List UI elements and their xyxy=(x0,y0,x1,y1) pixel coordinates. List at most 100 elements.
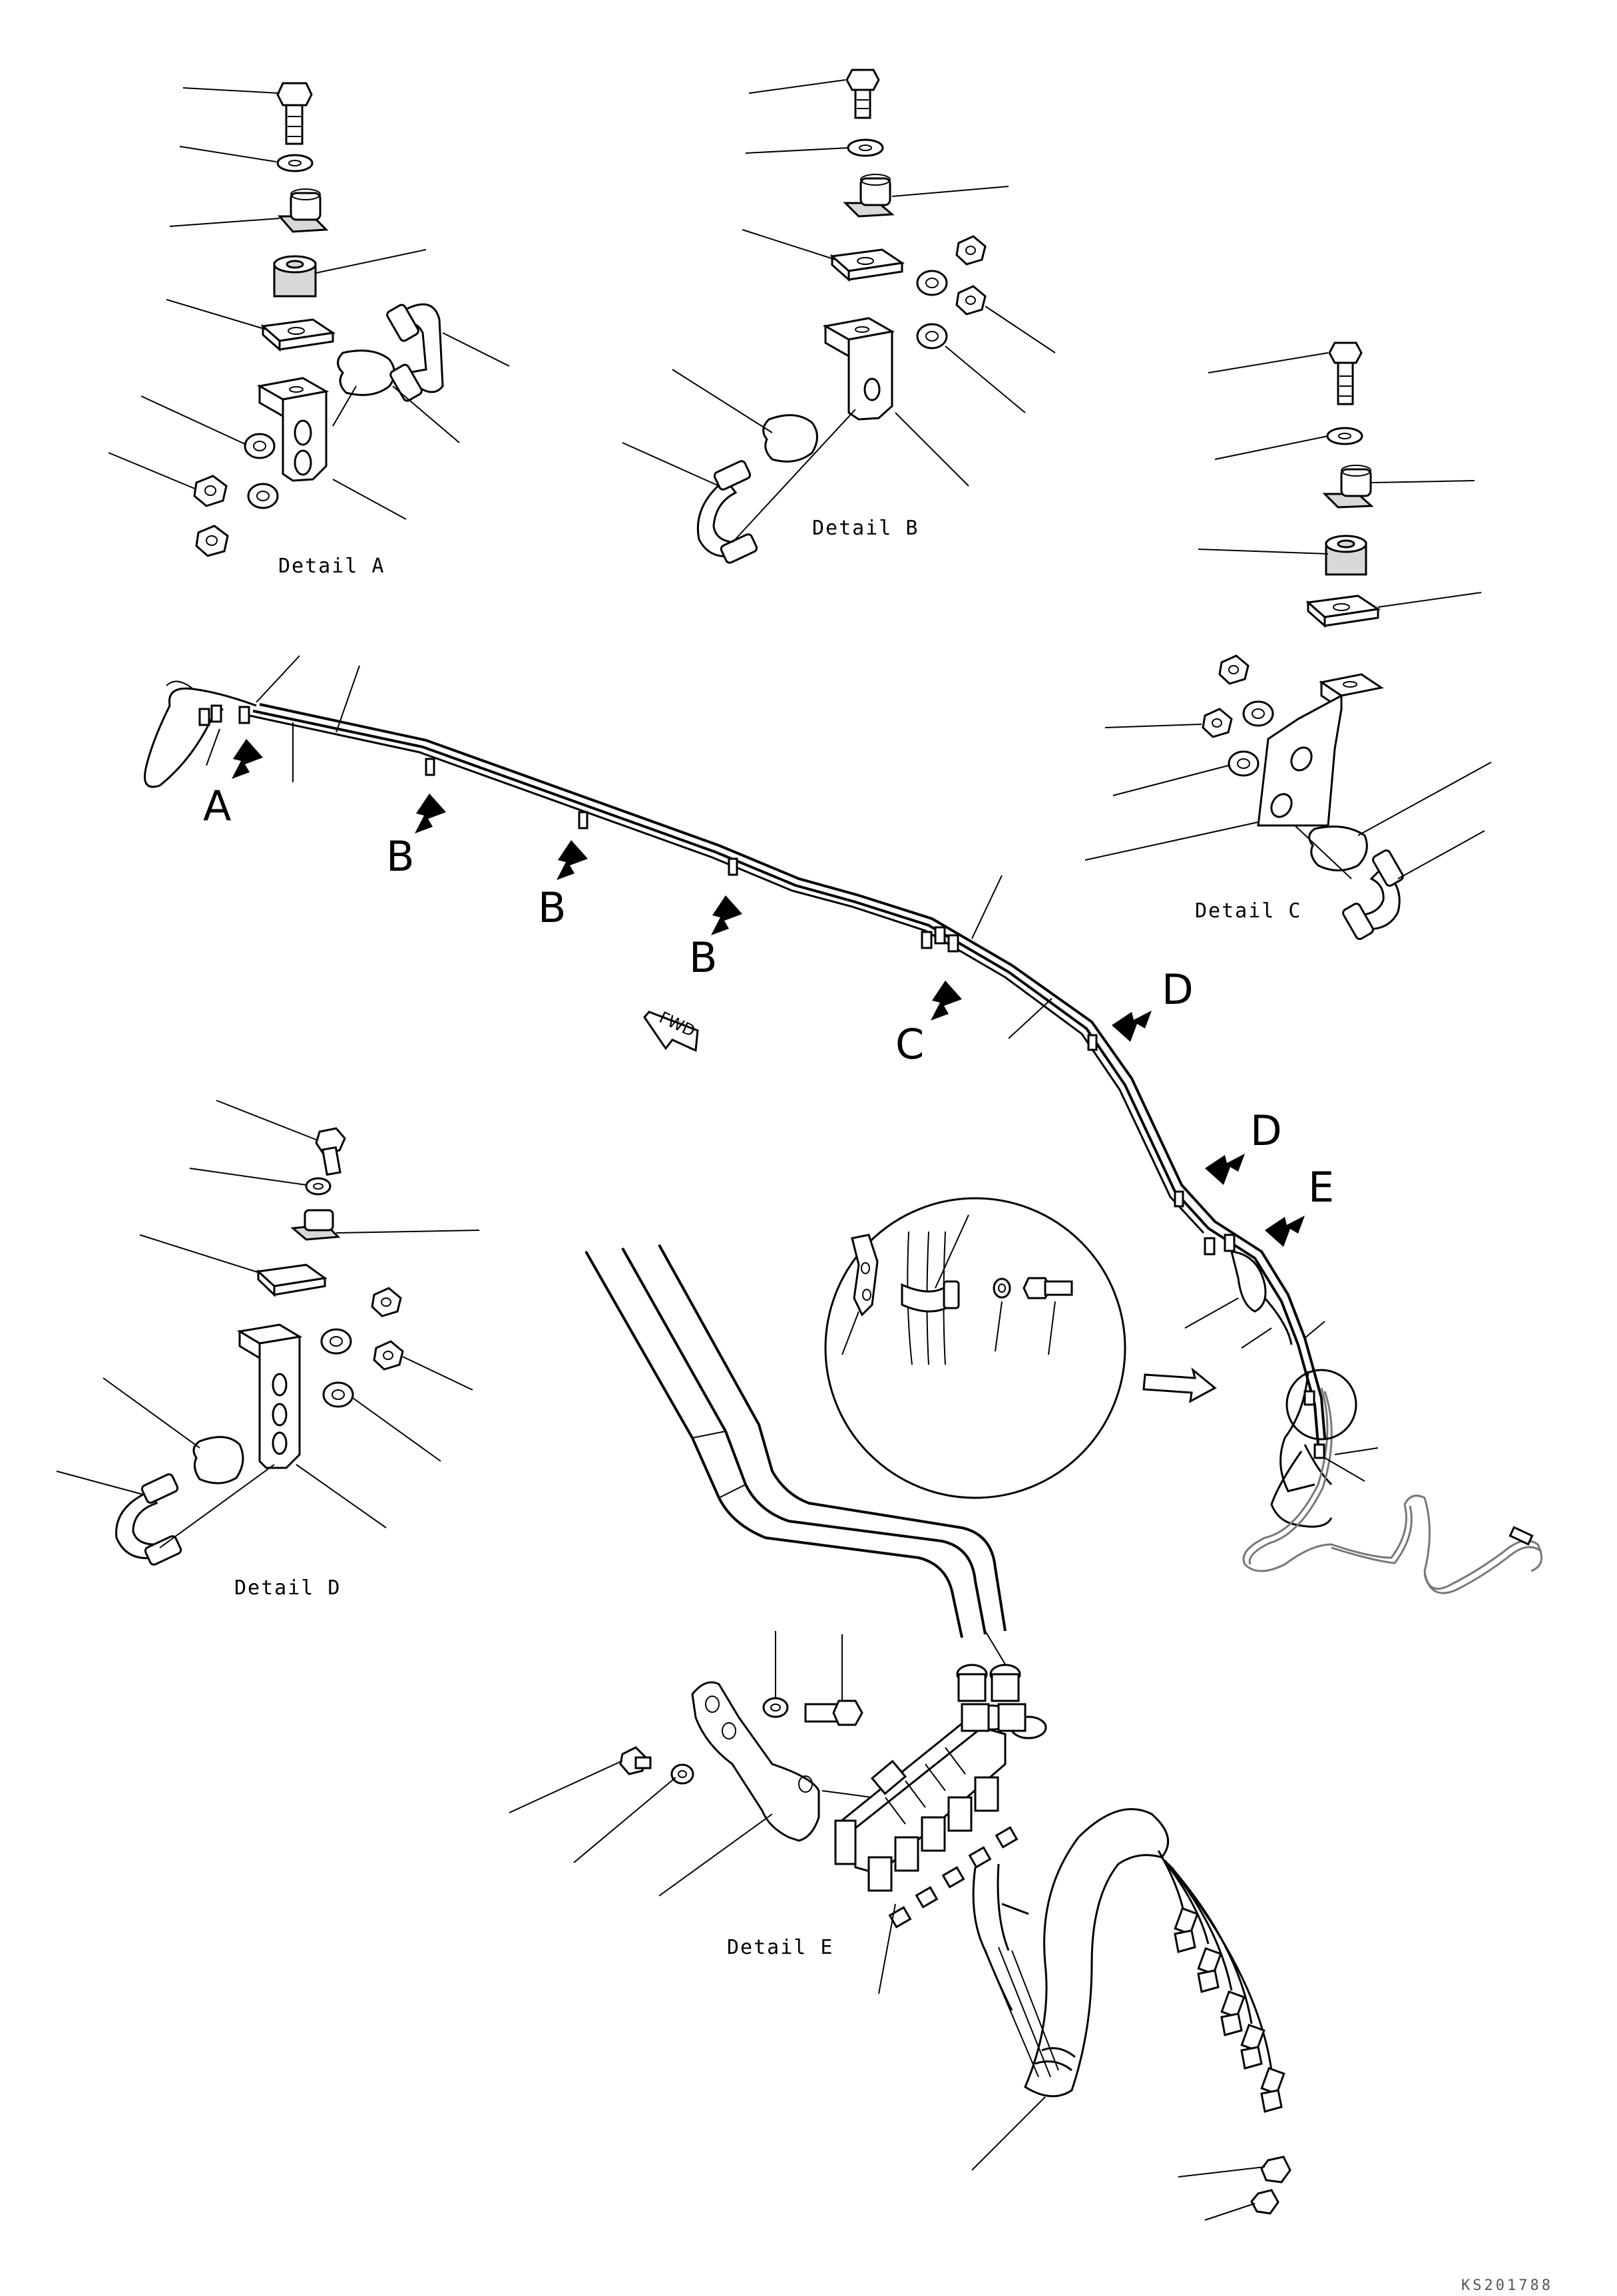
detail-e-top-fittings xyxy=(956,1664,1047,1739)
detail-b-plate xyxy=(829,248,905,282)
detail-a-nut-1 xyxy=(193,475,228,507)
fwd-indicator: FWD xyxy=(643,1008,699,1052)
detail-b-clip xyxy=(843,174,895,218)
detail-d-nut-1 xyxy=(371,1287,402,1317)
arrow-d1 xyxy=(1112,1011,1152,1042)
detail-c-clip xyxy=(1322,465,1374,509)
detail-d-nut-2 xyxy=(373,1340,404,1371)
detail-c-washer-3 xyxy=(1228,750,1260,777)
callout-b-3: B xyxy=(689,933,718,982)
detail-d-bracket xyxy=(236,1323,303,1469)
line-clamps xyxy=(198,704,1236,1256)
detail-c-washer xyxy=(1326,427,1363,445)
detail-d-plate xyxy=(256,1263,328,1297)
detail-e-loose-fitting-2 xyxy=(1250,2189,1279,2215)
detail-c-u-bolt xyxy=(1342,849,1404,940)
detail-c-plate xyxy=(1305,594,1381,628)
callout-b-2: B xyxy=(538,883,567,932)
detail-c-bolt xyxy=(1328,342,1363,405)
callout-arrows xyxy=(232,739,1305,1247)
arrow-c xyxy=(931,981,962,1021)
detail-a-cushion xyxy=(337,349,395,396)
detail-e-hose-fittings xyxy=(1174,1907,1285,2113)
detail-a-group: Detail A xyxy=(108,82,510,578)
detail-e-leaders xyxy=(509,1630,1266,2221)
main-line-leaders xyxy=(206,655,1379,1482)
detail-c-group: Detail C xyxy=(1084,342,1492,940)
detail-b-nut-2 xyxy=(955,285,987,316)
detail-a-washer-lower xyxy=(244,433,276,459)
detail-e-bottom-fittings xyxy=(867,1776,1019,1929)
detail-c-nut-2 xyxy=(1202,708,1233,738)
detail-a-u-bolt xyxy=(386,303,444,402)
detail-a-washer-2 xyxy=(247,483,279,509)
detail-a-spacer xyxy=(273,255,317,298)
detail-a-bracket xyxy=(256,377,330,482)
detail-b-nut-1 xyxy=(955,235,987,266)
arrow-b2 xyxy=(557,840,588,880)
detail-d-cushion xyxy=(192,1436,244,1485)
line-e-manifold xyxy=(1230,1250,1267,1313)
detail-c-cushion xyxy=(1308,825,1368,871)
detail-c-nut-1 xyxy=(1218,654,1250,685)
detail-d-leaders xyxy=(56,1100,480,1548)
detail-b-group: Detail B xyxy=(622,69,1056,564)
detail-b-u-bolt xyxy=(696,460,758,564)
arrow-b1 xyxy=(415,794,446,833)
detail-b-bolt xyxy=(845,69,880,119)
detail-a-washer xyxy=(276,154,314,172)
detail-b-cushion xyxy=(762,414,818,463)
detail-d-washer-3 xyxy=(322,1381,354,1408)
arrow-b3 xyxy=(711,895,742,935)
callout-e: E xyxy=(1308,1163,1334,1212)
detail-a-leaders xyxy=(108,87,510,520)
callout-letters: A B B B C D D E xyxy=(203,782,1334,1212)
detail-d-clip xyxy=(290,1209,341,1241)
detail-e-loose-fitting-1 xyxy=(1260,2156,1291,2183)
detail-b-leaders xyxy=(622,79,1056,543)
main-grease-line xyxy=(144,655,1543,1594)
detail-b-washer xyxy=(847,138,884,157)
callout-b-1: B xyxy=(386,832,415,881)
detail-d-title: Detail D xyxy=(234,1576,342,1600)
detail-e-washer-left xyxy=(670,1763,694,1785)
callout-d-1: D xyxy=(1162,965,1194,1014)
detail-e-hose-sleeve xyxy=(1024,1808,1170,2098)
detail-c-washer-2 xyxy=(1242,700,1274,727)
detail-c-title: Detail C xyxy=(1195,899,1302,923)
detail-d-washer-2 xyxy=(320,1328,352,1355)
detail-a-title: Detail A xyxy=(278,555,385,578)
callout-d-2: D xyxy=(1250,1106,1282,1155)
line-clamp-zoom-circle xyxy=(1285,1369,1357,1441)
callout-a: A xyxy=(203,782,231,830)
detail-e-bracket xyxy=(691,1681,820,1842)
arrow-d2 xyxy=(1205,1154,1245,1185)
detail-b-bracket xyxy=(822,317,895,421)
detail-c-bracket xyxy=(1257,673,1384,827)
detail-e-bolt-top xyxy=(804,1700,863,1726)
detail-d-bolt xyxy=(315,1127,346,1176)
detail-c-spacer xyxy=(1325,535,1367,576)
detail-d-u-bolt xyxy=(115,1473,182,1566)
detail-e-title: Detail E xyxy=(727,1936,834,1959)
detail-e-washer-top xyxy=(762,1697,789,1718)
drawing-code: KS201788 xyxy=(1461,2277,1553,2294)
detail-e-bolt-left xyxy=(619,1746,652,1775)
detail-b-washer-2 xyxy=(916,270,948,296)
arrow-a xyxy=(232,739,263,779)
arrow-e xyxy=(1265,1216,1305,1247)
detail-a-plate xyxy=(260,318,336,352)
detail-c-leaders xyxy=(1084,352,1492,879)
detail-b-title: Detail B xyxy=(812,517,919,540)
detail-e-group: Detail E xyxy=(509,1244,1291,2221)
detail-a-clip xyxy=(277,188,329,233)
detail-a-bolt xyxy=(276,82,313,145)
detail-b-washer-3 xyxy=(916,323,948,349)
clamp-zoom-view xyxy=(824,1197,1126,1499)
detail-d-group: Detail D xyxy=(56,1100,480,1600)
detail-a-nut-2 xyxy=(195,525,229,557)
detail-d-washer xyxy=(305,1177,332,1196)
callout-c: C xyxy=(895,1020,924,1068)
direction-arrow-icon xyxy=(1142,1367,1217,1403)
